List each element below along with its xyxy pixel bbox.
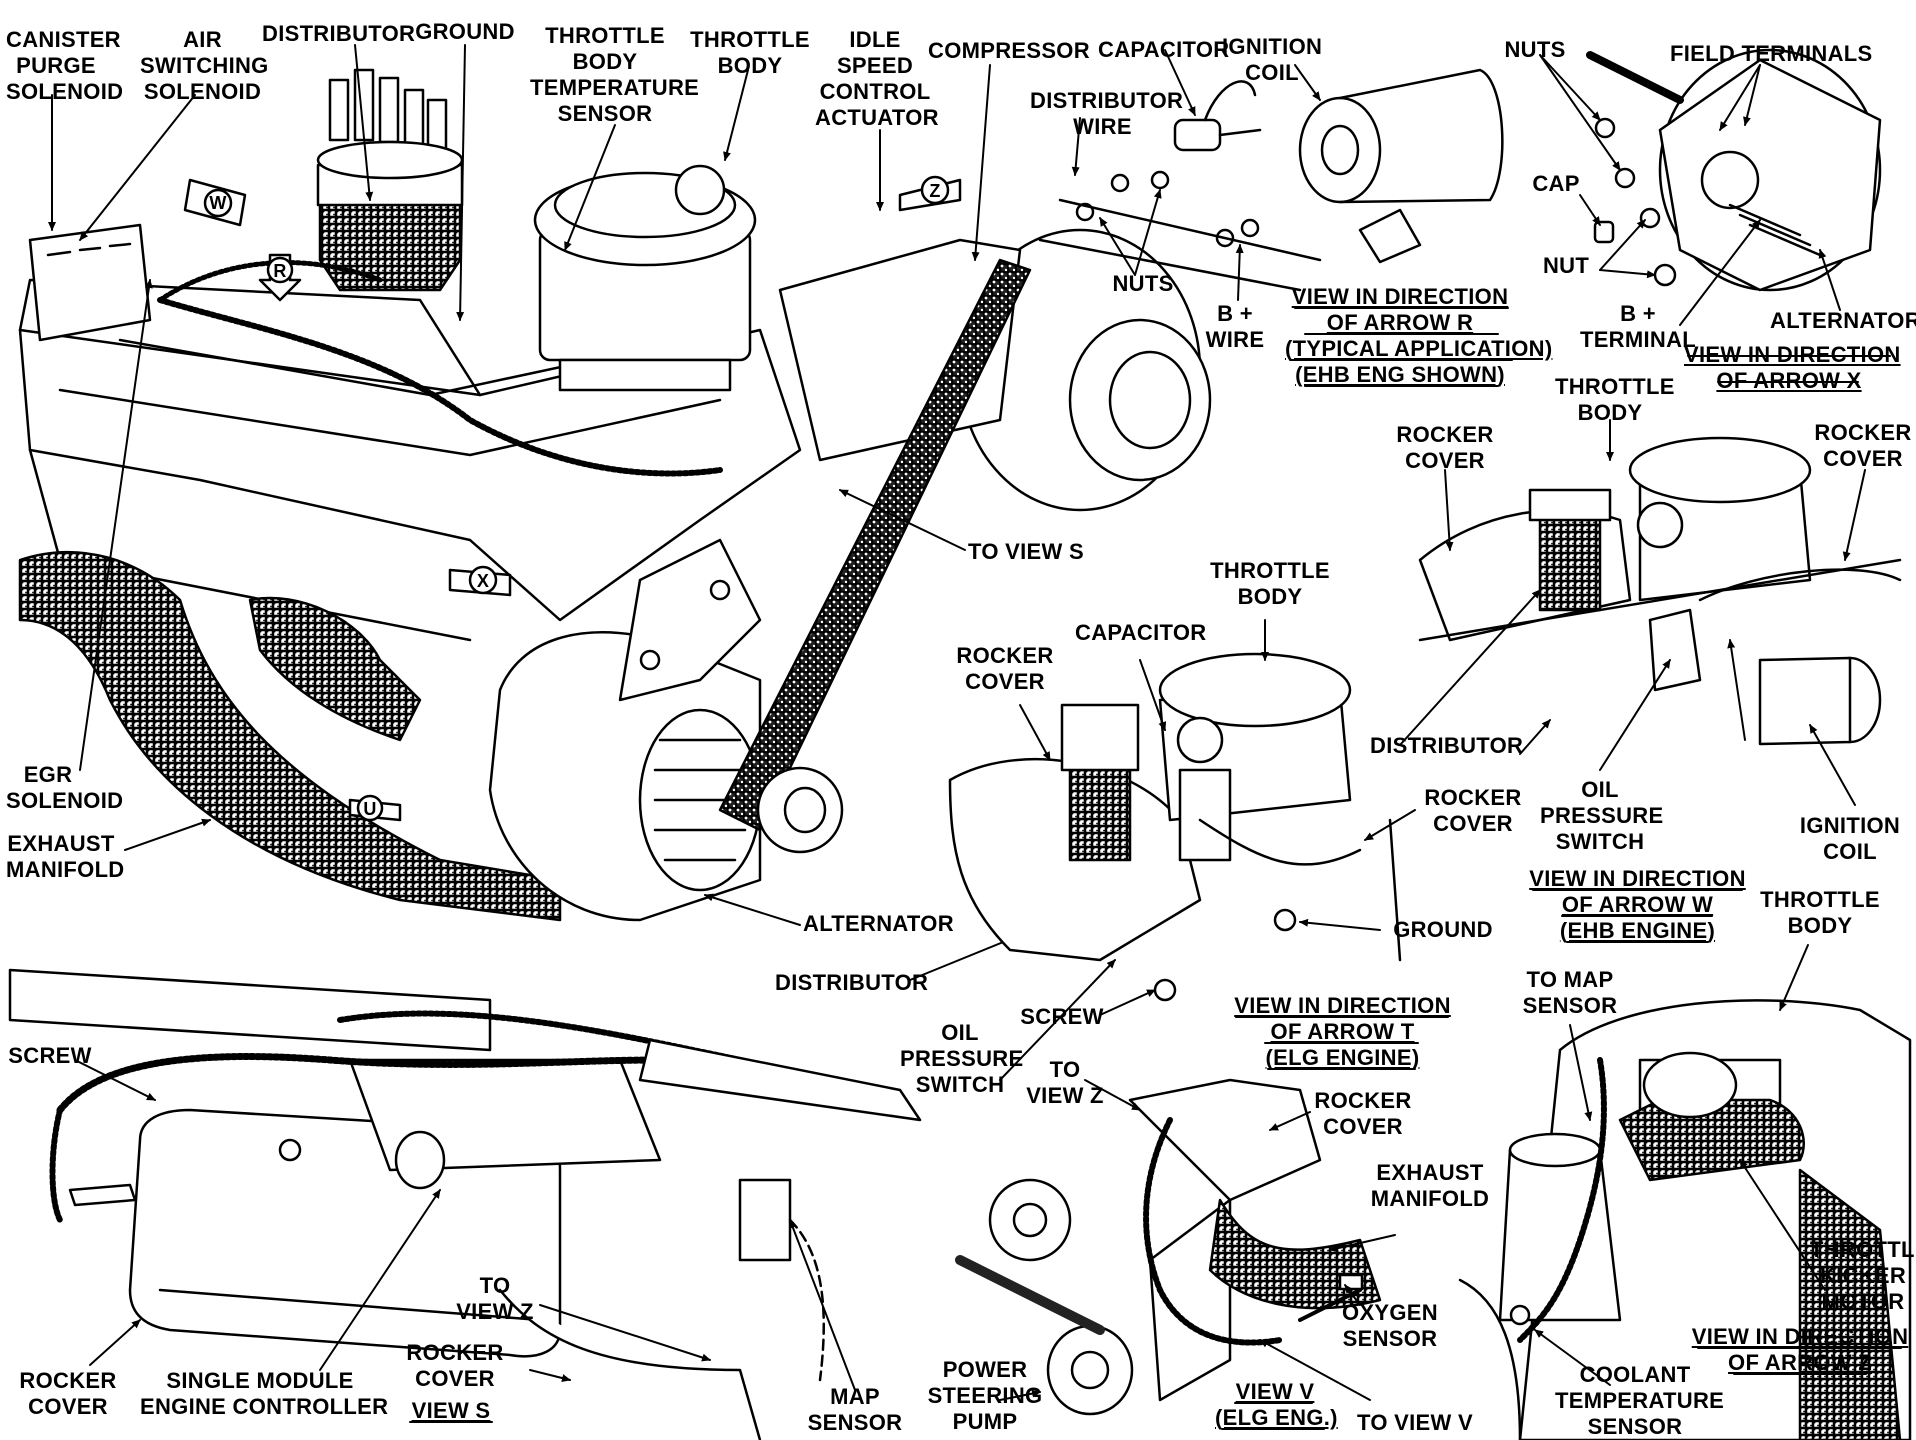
label-field-terminals: FIELD TERMINALS (1670, 41, 1873, 66)
label-alternator-main: ALTERNATOR (803, 911, 954, 936)
label-capacitor-view-r: CAPACITOR (1098, 37, 1230, 62)
caption-view-v: VIEW V(ELG ENG.) (1215, 1379, 1338, 1430)
arrow-letter-z: Z (929, 181, 941, 201)
label-cap-view-x: CAP (1532, 171, 1580, 196)
caption-view-s: VIEW S (411, 1398, 491, 1423)
view-z-drawing (1458, 999, 1912, 1440)
label-distributor-main: DISTRIBUTOR (775, 970, 929, 995)
label-distributor-top: DISTRIBUTOR (262, 21, 416, 46)
label-compressor: COMPRESSOR (928, 38, 1090, 63)
label-nuts-view-r: NUTS (1112, 271, 1174, 296)
label-ground-view-t: GROUND (1393, 917, 1493, 942)
label-alternator-view-x: ALTERNATOR (1770, 308, 1916, 333)
label-b-plus-wire: B +WIRE (1205, 301, 1265, 352)
label-screw-view-s: SCREW (8, 1043, 92, 1068)
label-to-view-s-main: TO VIEW S (968, 539, 1084, 564)
label-nut-view-x: NUT (1542, 253, 1590, 278)
view-w-drawing (1418, 436, 1902, 746)
label-to-view-v: TO VIEW V (1357, 1410, 1473, 1435)
label-b-plus-terminal: B +TERMINAL (1579, 301, 1697, 352)
arrow-letter-r: R (273, 261, 287, 281)
view-s-drawing (8, 968, 922, 1440)
label-distributor-view-w: DISTRIBUTOR (1370, 733, 1524, 758)
label-throttle-kicker-motor: THROTTLEKICKERMOTOR (1810, 1237, 1916, 1314)
label-capacitor-view-t: CAPACITOR (1075, 620, 1207, 645)
view-x-drawing (1586, 48, 1882, 292)
view-t-drawing (948, 652, 1402, 1002)
view-r-drawing (1038, 68, 1504, 292)
label-nuts-view-x: NUTS (1504, 37, 1566, 62)
label-screw-view-t: SCREW (1020, 1004, 1104, 1029)
main-engine-drawing (18, 68, 1212, 922)
arrow-letter-w: W (209, 193, 227, 213)
view-r-caption-underline (1289, 307, 1513, 387)
arrow-letter-x: X (476, 571, 490, 591)
arrow-letter-u: U (363, 799, 377, 819)
label-ground-top: GROUND (415, 19, 515, 44)
